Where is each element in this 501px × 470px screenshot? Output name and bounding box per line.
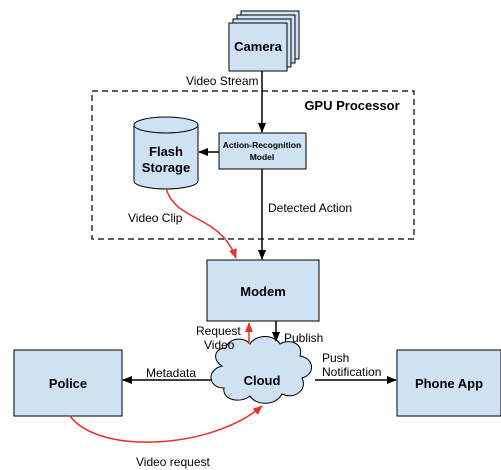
phone-app-label: Phone App — [415, 376, 483, 391]
label-request-video-line2: Video — [204, 338, 235, 352]
label-video-request: Video request — [136, 455, 211, 469]
action-model-label-line1: Action-Recognition — [223, 140, 301, 150]
cloud-node: Cloud — [210, 336, 312, 404]
modem-node: Modem — [206, 259, 320, 322]
flash-storage-label-line2: Storage — [142, 160, 190, 175]
camera-node: Camera — [228, 10, 300, 72]
action-recognition-model-node: Action-Recognition Model — [218, 132, 307, 170]
label-video-stream: Video Stream — [186, 74, 259, 88]
modem-label: Modem — [240, 284, 286, 299]
flash-storage-label-line1: Flash — [149, 144, 183, 159]
edge-flash-to-modem-red — [165, 187, 237, 259]
cloud-label: Cloud — [244, 373, 281, 388]
police-node: Police — [13, 349, 123, 417]
label-video-clip: Video Clip — [128, 211, 183, 225]
gpu-processor-boundary — [91, 90, 415, 240]
police-label: Police — [49, 376, 87, 391]
edge-police-to-cloud-red — [69, 405, 263, 443]
camera-label: Camera — [234, 39, 282, 54]
label-push-notification-line2: Notification — [322, 365, 381, 379]
gpu-processor-label: GPU Processor — [304, 98, 399, 113]
label-request-video-line1: Request — [196, 324, 241, 338]
action-model-label-line2: Model — [250, 152, 275, 162]
phone-app-node: Phone App — [396, 349, 501, 417]
label-detected-action: Detected Action — [268, 201, 352, 215]
label-metadata: Metadata — [146, 366, 196, 380]
label-push-notification-line1: Push — [322, 351, 349, 365]
label-publish: Publish — [284, 331, 323, 345]
flash-storage-node: Flash Storage — [133, 116, 199, 190]
